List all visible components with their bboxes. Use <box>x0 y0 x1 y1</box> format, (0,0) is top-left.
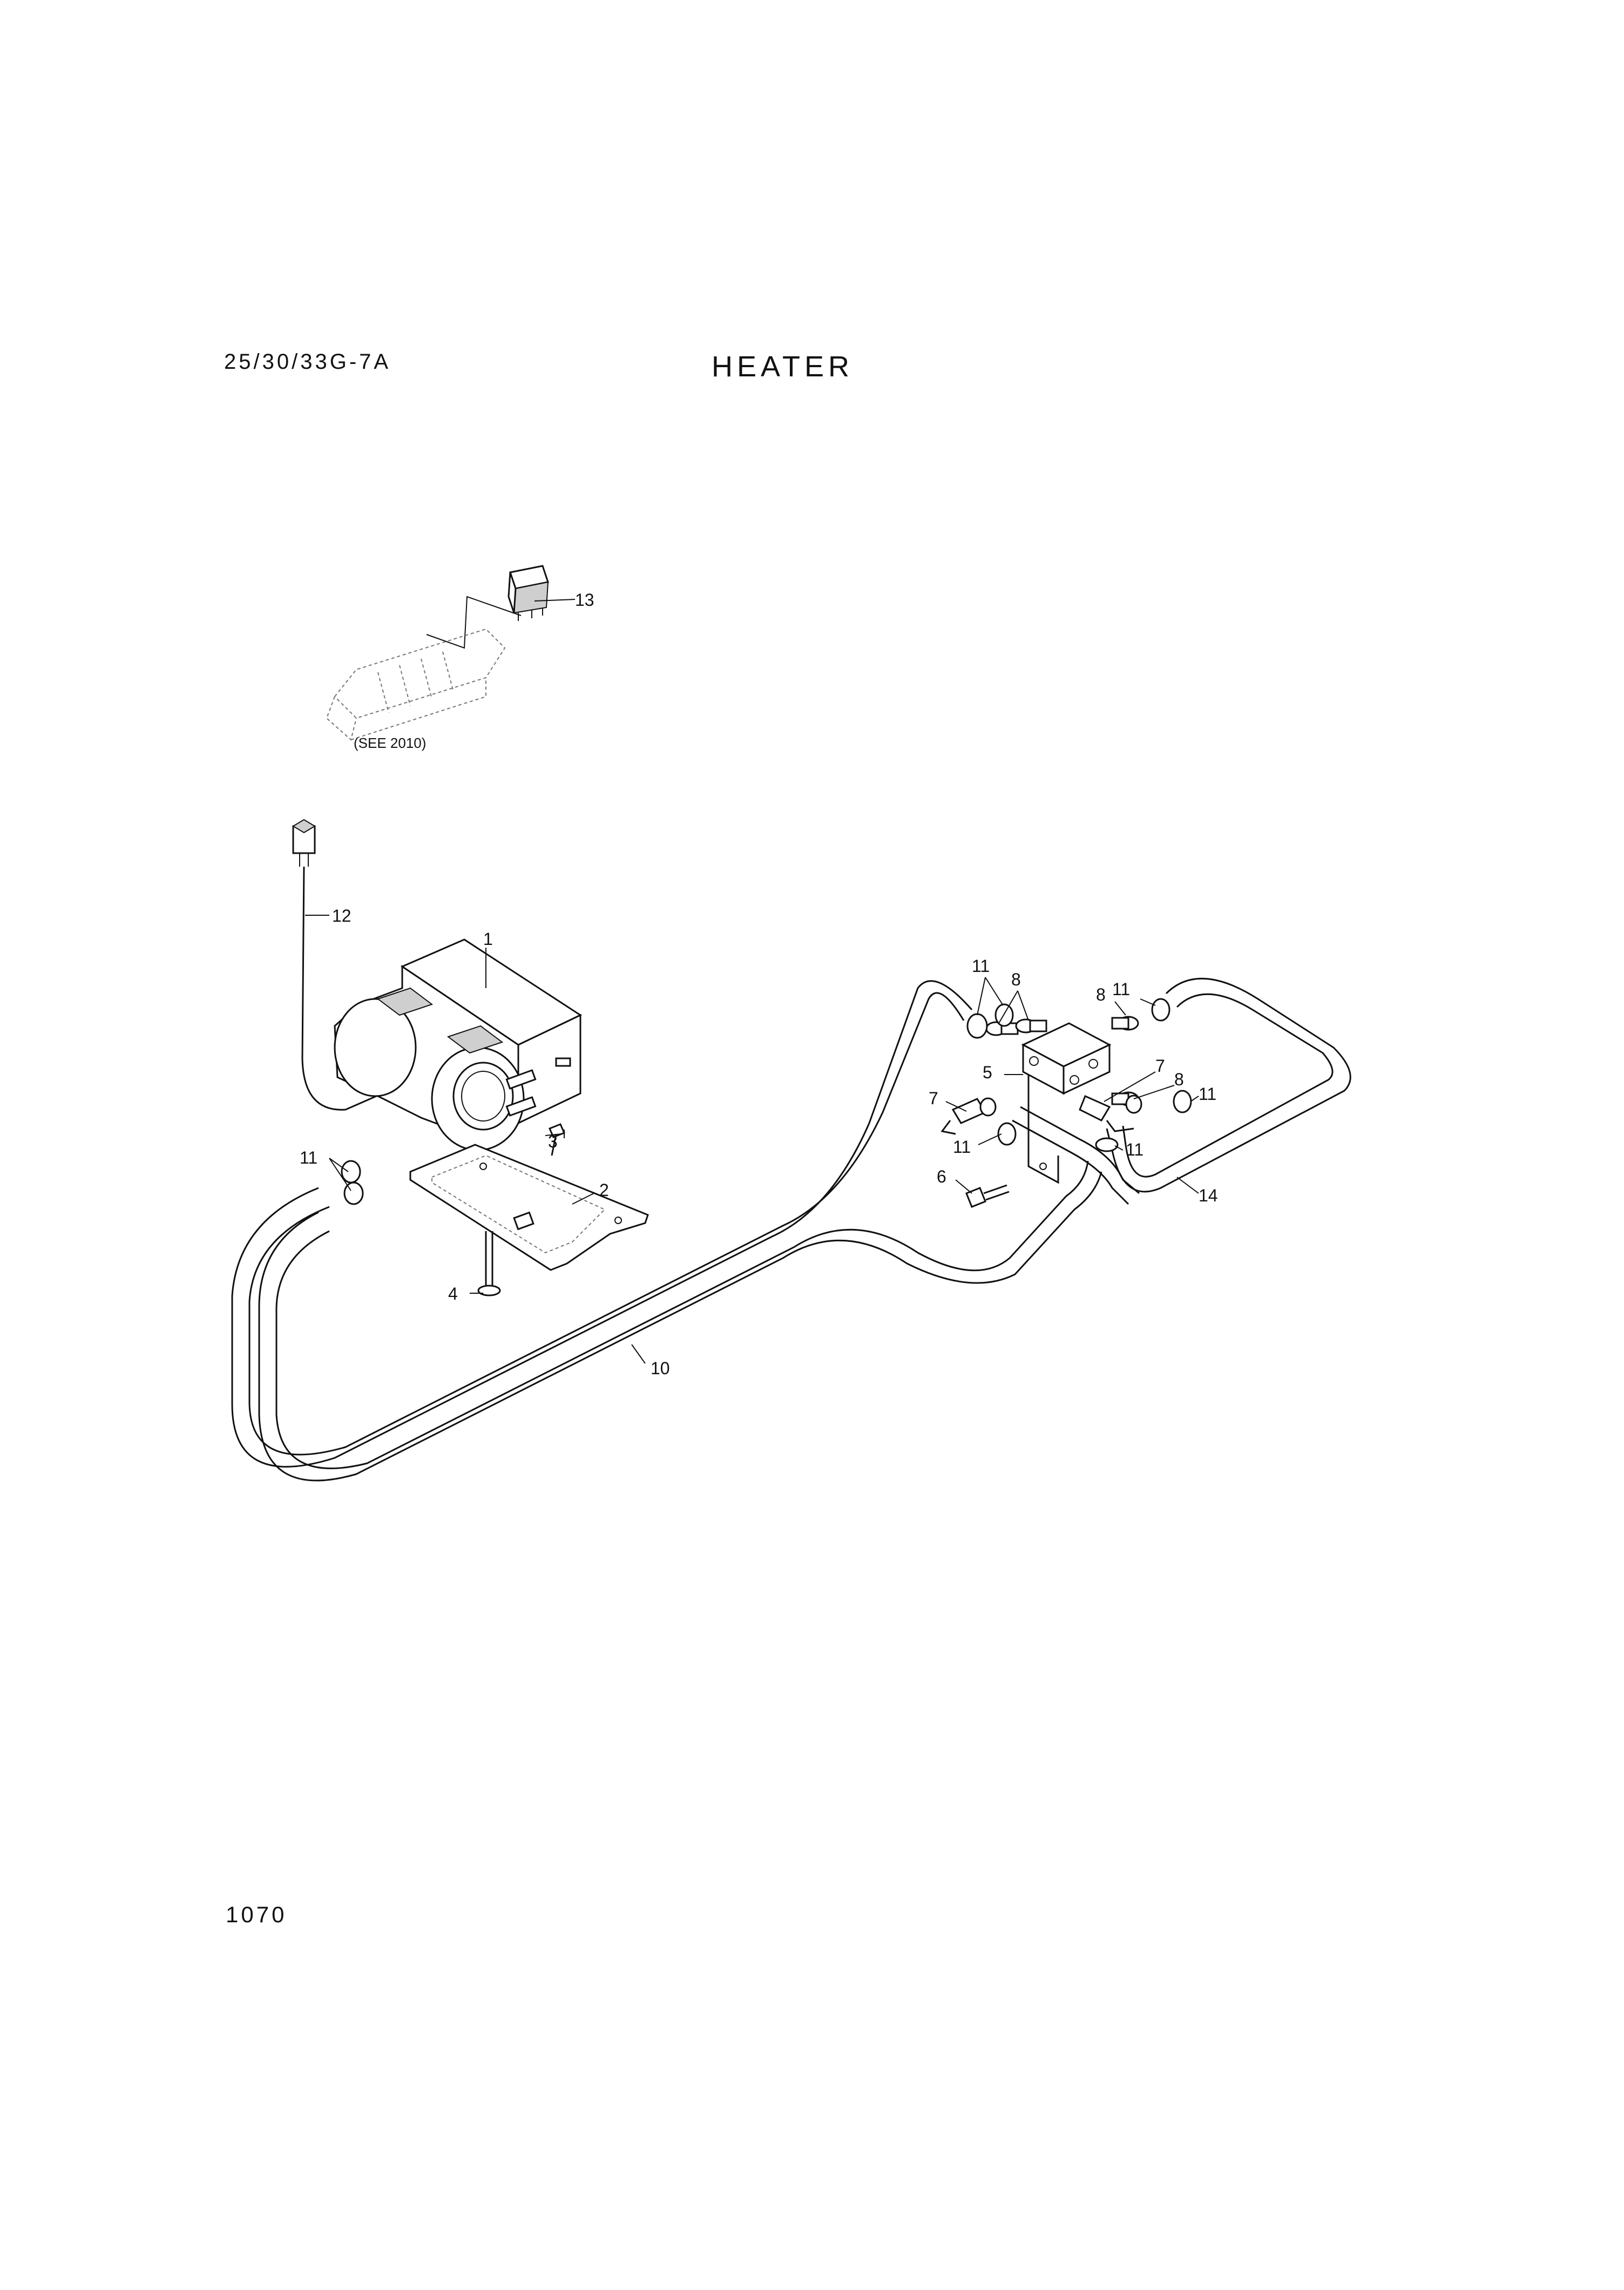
callout-4: 4 <box>448 1284 458 1303</box>
bolt-part-6 <box>965 1184 1010 1208</box>
callout-13: 13 <box>575 590 594 610</box>
callout-7-right: 7 <box>1155 1056 1165 1076</box>
heater-unit-part-1 <box>334 938 583 1151</box>
callout-8-right: 8 <box>1096 985 1106 1004</box>
fitting-part-8-c <box>1111 1016 1139 1031</box>
callout-8-top: 8 <box>1011 970 1021 989</box>
callout-8-lower: 8 <box>1174 1070 1184 1089</box>
return-hose-part-14 <box>1012 977 1351 1205</box>
drain-valve-part-7-a <box>940 1097 997 1135</box>
callout-11-lower-right: 11 <box>1126 1140 1143 1159</box>
harness-connector-part-12 <box>292 819 316 867</box>
callout-11-top: 11 <box>972 956 990 976</box>
callout-5: 5 <box>983 1063 992 1082</box>
callout-3: 3 <box>548 1132 558 1151</box>
callout-12: 12 <box>332 906 351 926</box>
callout-11-middle: 11 <box>953 1137 971 1157</box>
callout-7-left: 7 <box>929 1089 938 1108</box>
fitting-part-8-b <box>1015 1018 1047 1033</box>
callout-2: 2 <box>599 1180 609 1200</box>
callout-11-left: 11 <box>300 1148 317 1167</box>
mounting-bracket-part-2 <box>409 1144 649 1271</box>
callout-leader-lines <box>305 599 1199 1364</box>
callout-10: 10 <box>651 1359 670 1378</box>
valve-block-part-5 <box>1021 1022 1112 1184</box>
drain-valve-part-7-b <box>1079 1095 1142 1132</box>
callout-11-right: 11 <box>1199 1084 1216 1104</box>
callout-6: 6 <box>937 1167 946 1186</box>
heater-hose-part-10 <box>231 980 1102 1482</box>
callout-1: 1 <box>483 929 493 949</box>
screw-part-4 <box>477 1231 501 1296</box>
switch-wire <box>426 596 522 649</box>
page-title: HEATER <box>712 350 854 383</box>
see-reference-note: (SEE 2010) <box>354 735 426 751</box>
callout-14: 14 <box>1199 1186 1218 1205</box>
callout-labels: 13 12 1 3 2 4 10 11 11 8 8 11 5 7 7 8 11… <box>300 590 1218 1378</box>
dashboard-reference-ghost <box>326 628 506 741</box>
model-code: 25/30/33G-7A <box>224 350 391 374</box>
page-number: 1070 <box>226 1902 287 1927</box>
harness-wire <box>301 866 389 1111</box>
rocker-switch-part-13 <box>508 565 549 621</box>
callout-11-right-top: 11 <box>1112 980 1130 999</box>
